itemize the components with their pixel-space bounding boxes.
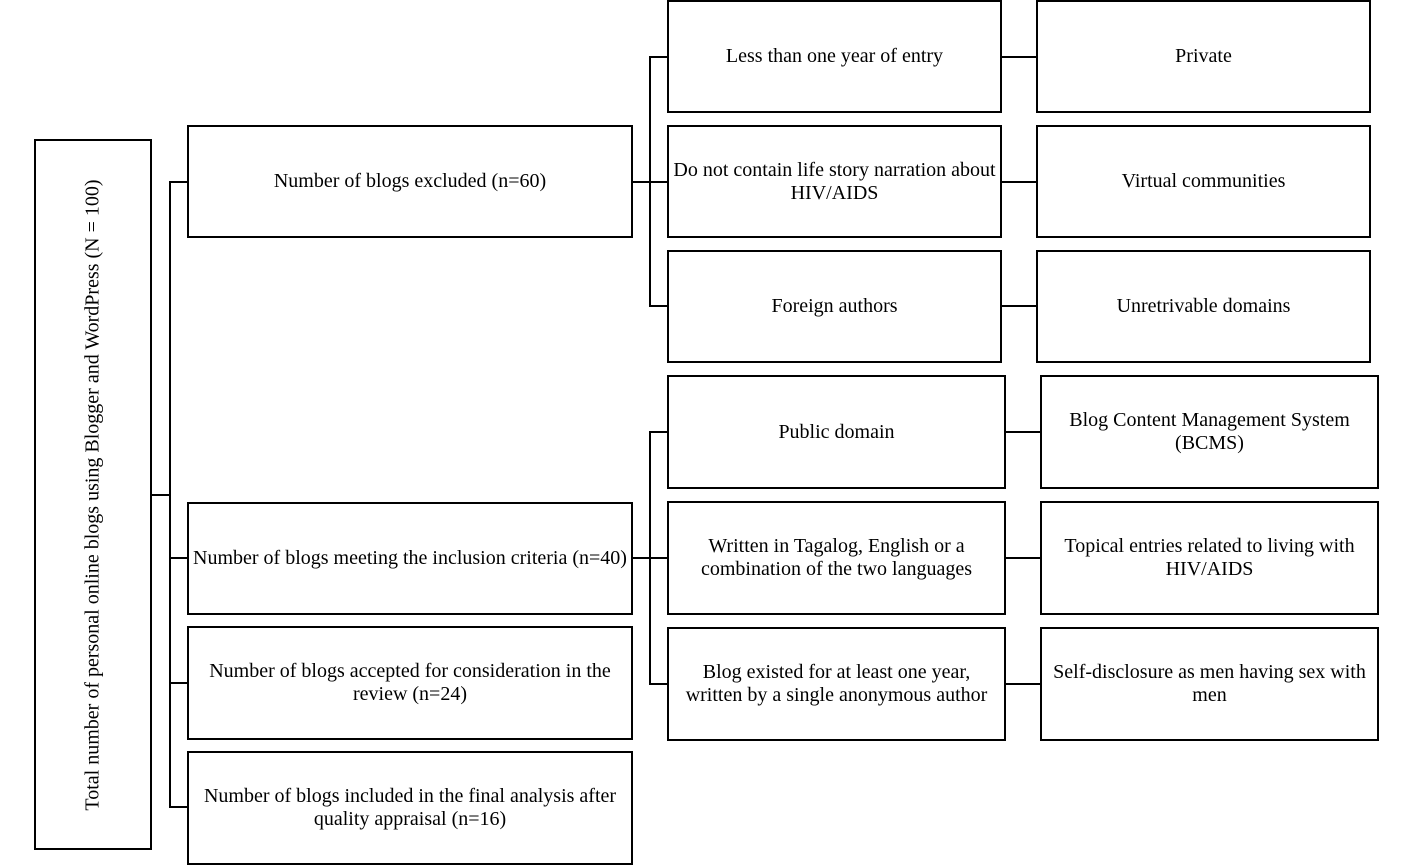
exclusion-detail-label: Unretrivable domains [1116,295,1291,317]
exclusion-reason-label: Do not contain life story narration abou… [673,158,996,204]
inclusion-criterion-box: Public domain [667,375,1006,489]
inclusion-criterion-label: Blog existed for at least one year, writ… [685,661,988,706]
inclusion-detail-box: Blog Content Management System (BCMS) [1040,375,1379,489]
accepted-for-review-label: Number of blogs accepted for considerati… [209,660,611,705]
inclusion-criterion-label: Written in Tagalog, English or a combina… [700,535,973,580]
exclusion-detail-box: Virtual communities [1036,125,1371,238]
inclusion-criteria-box: Number of blogs meeting the inclusion cr… [187,502,633,615]
exclusion-reason-box: Foreign authors [667,250,1002,363]
inclusion-criteria-label: Number of blogs meeting the inclusion cr… [193,547,627,569]
inclusion-detail-box: Topical entries related to living with H… [1040,501,1379,615]
inclusion-detail-label: Topical entries related to living with H… [1064,535,1355,580]
exclusion-detail-label: Private [1175,45,1232,67]
blogs-excluded-box: Number of blogs excluded (n=60) [187,125,633,238]
exclusion-reason-label: Foreign authors [771,295,898,317]
accepted-for-review-box: Number of blogs accepted for considerati… [187,626,633,740]
exclusion-detail-box: Unretrivable domains [1036,250,1371,363]
inclusion-detail-box: Self-disclosure as men having sex with m… [1040,627,1379,741]
exclusion-reason-box: Less than one year of entry [667,0,1002,113]
root-total-blogs-label: Total number of personal online blogs us… [81,178,104,811]
inclusion-criterion-box: Blog existed for at least one year, writ… [667,627,1006,741]
root-total-blogs-box: Total number of personal online blogs us… [34,139,152,850]
final-analysis-box: Number of blogs included in the final an… [187,751,633,865]
inclusion-detail-label: Blog Content Management System (BCMS) [1069,409,1350,454]
exclusion-detail-box: Private [1036,0,1371,113]
inclusion-criterion-box: Written in Tagalog, English or a combina… [667,501,1006,615]
final-analysis-label: Number of blogs included in the final an… [203,785,617,830]
inclusion-criterion-label: Public domain [778,420,895,443]
exclusion-detail-label: Virtual communities [1121,170,1286,192]
exclusion-reason-box: Do not contain life story narration abou… [667,125,1002,238]
exclusion-reason-label: Less than one year of entry [725,45,944,67]
inclusion-detail-label: Self-disclosure as men having sex with m… [1053,661,1366,706]
blogs-excluded-label: Number of blogs excluded (n=60) [273,170,547,192]
